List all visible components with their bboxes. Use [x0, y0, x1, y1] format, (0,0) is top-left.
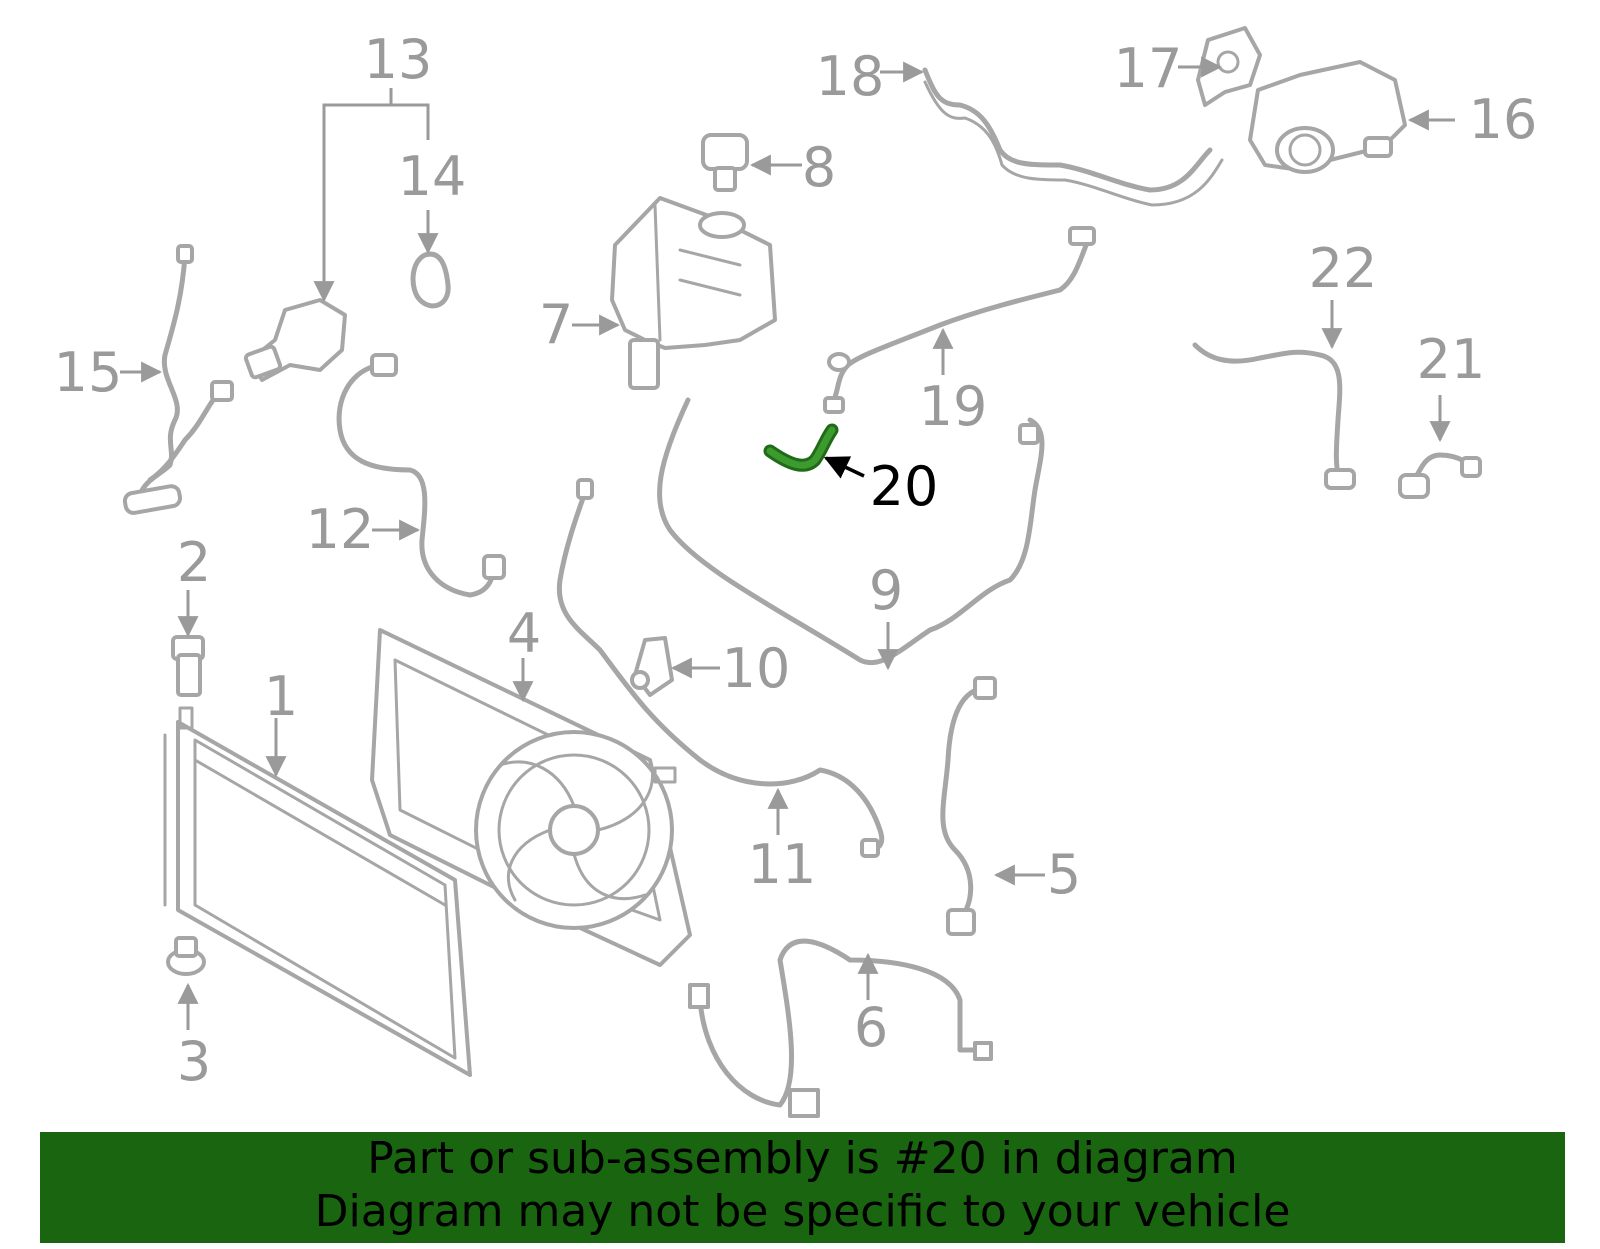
- sensor-hose-part: [940, 676, 997, 936]
- callout-17: 17: [1114, 37, 1183, 100]
- fan-shroud-part: [370, 628, 692, 967]
- callout-12: 12: [306, 498, 375, 561]
- hose-21-part: [1398, 452, 1482, 499]
- coolant-tube-11-part: [556, 478, 885, 858]
- expansion-tank-part: [610, 196, 777, 390]
- callout-9: 9: [869, 559, 903, 622]
- hose-clip-part: [630, 636, 674, 697]
- long-coolant-tube-part: [657, 397, 1045, 666]
- hose-18-part: [922, 67, 1224, 207]
- callout-3: 3: [177, 1030, 211, 1093]
- callout-8: 8: [802, 136, 836, 199]
- lower-mount-part: [166, 936, 206, 976]
- callout-1: 1: [264, 665, 298, 728]
- hose-19-part: [823, 226, 1096, 414]
- upper-bushing-part: [171, 635, 205, 697]
- thermostat-housing-part: [243, 298, 347, 382]
- leader-lines: [120, 56, 1455, 1030]
- callout-14: 14: [398, 145, 467, 208]
- callout-2: 2: [177, 531, 211, 594]
- gasket-part: [410, 251, 451, 309]
- callout-5: 5: [1047, 843, 1081, 906]
- wiring-harness-part: [688, 938, 993, 1118]
- callout-15: 15: [54, 341, 123, 404]
- callout-10: 10: [722, 637, 791, 700]
- callout-11: 11: [748, 833, 817, 896]
- banner-line-2: Diagram may not be specific to your vehi…: [314, 1186, 1291, 1237]
- callout-4: 4: [507, 602, 541, 665]
- callout-13: 13: [364, 28, 433, 91]
- banner-line-1: Part or sub-assembly is #20 in diagram: [367, 1133, 1238, 1184]
- callout-20: 20: [870, 455, 939, 518]
- tank-cap-part: [701, 133, 749, 192]
- hose-22-part: [1192, 342, 1356, 490]
- callout-19: 19: [919, 375, 988, 438]
- highlighted-hose-20-part: [763, 423, 839, 472]
- info-banner: Part or sub-assembly is #20 in diagram D…: [40, 1132, 1565, 1243]
- callout-18: 18: [816, 45, 885, 108]
- leader-20: [823, 456, 865, 479]
- radiator-part: [163, 706, 472, 1077]
- callout-7: 7: [539, 293, 573, 356]
- callout-21: 21: [1417, 328, 1486, 391]
- callout-6: 6: [854, 996, 888, 1059]
- outlet-housing-part: [1248, 60, 1407, 174]
- info-banner-background: [40, 1132, 1565, 1243]
- hose-15-part: [122, 244, 234, 515]
- hose-12-part: [336, 353, 506, 598]
- callout-16: 16: [1469, 88, 1538, 151]
- leader-13: [322, 103, 430, 300]
- callout-22: 22: [1309, 237, 1378, 300]
- callout-labels: 1 2 3 4 5 6 7 8 9 10 11 12 13 14 15 16 1…: [54, 28, 1538, 1093]
